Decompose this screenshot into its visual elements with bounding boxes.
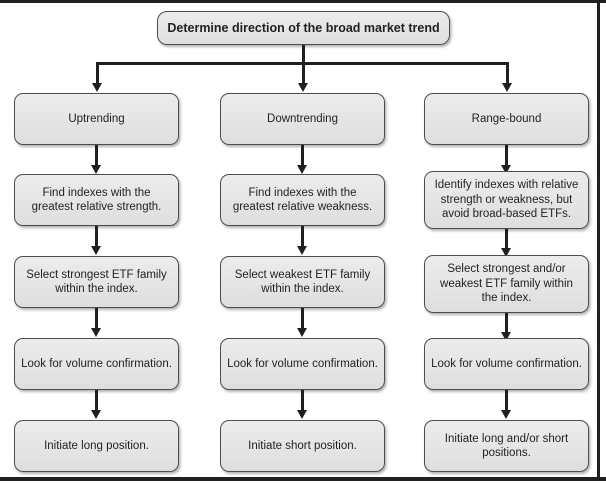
- arrowhead-col2-2: [297, 246, 307, 255]
- node-col3-step-2[interactable]: Select strongest and/or weakest ETF fami…: [424, 255, 589, 313]
- arrowhead-col2-4: [297, 410, 307, 419]
- connector-col2-4: [301, 390, 304, 412]
- arrowhead-col2-3: [297, 328, 307, 337]
- arrowhead-col3-2: [501, 248, 511, 257]
- arrowhead-col1-4: [91, 410, 101, 419]
- connector-col3-1: [505, 145, 508, 167]
- connector-branch-right: [506, 62, 509, 84]
- node-col1-step-2[interactable]: Select strongest ETF family within the i…: [14, 256, 179, 308]
- connector-col3-3: [505, 313, 508, 334]
- connector-col3-4: [505, 390, 508, 412]
- node-col1-step-1[interactable]: Find indexes with the greatest relative …: [14, 174, 179, 226]
- node-col2-step-4[interactable]: Initiate short position.: [220, 420, 385, 472]
- connector-col2-2: [301, 226, 304, 248]
- connector-col1-1: [95, 145, 98, 167]
- node-col3-step-3[interactable]: Look for volume confirmation.: [424, 338, 589, 390]
- node-col3-step-4[interactable]: Initiate long and/or short positions.: [424, 420, 589, 472]
- connector-title-stub: [302, 45, 305, 64]
- arrowhead-branch-right: [502, 83, 512, 92]
- connector-col3-2: [505, 229, 508, 250]
- frame-border-right: [597, 0, 600, 481]
- arrowhead-col3-3: [501, 332, 511, 341]
- connector-branch-middle: [302, 62, 305, 84]
- frame-border-bottom: [0, 477, 606, 481]
- arrowhead-col1-2: [91, 246, 101, 255]
- arrowhead-branch-middle: [298, 83, 308, 92]
- connector-col1-2: [95, 226, 98, 248]
- node-col2-step-3[interactable]: Look for volume confirmation.: [220, 338, 385, 390]
- connector-col2-1: [301, 145, 304, 167]
- node-col1-header[interactable]: Uptrending: [14, 93, 179, 145]
- node-col2-header[interactable]: Downtrending: [220, 93, 385, 145]
- arrowhead-branch-left: [92, 83, 102, 92]
- arrowhead-col2-1: [297, 165, 307, 174]
- frame-border-top: [0, 0, 606, 3]
- node-col1-step-4[interactable]: Initiate long position.: [14, 420, 179, 472]
- arrowhead-col3-4: [501, 410, 511, 419]
- node-col2-step-1[interactable]: Find indexes with the greatest relative …: [220, 174, 385, 226]
- connector-col1-4: [95, 390, 98, 412]
- node-col1-step-3[interactable]: Look for volume confirmation.: [14, 338, 179, 390]
- connector-col1-3: [95, 308, 98, 330]
- node-col3-header[interactable]: Range-bound: [424, 93, 589, 145]
- arrowhead-col1-1: [91, 165, 101, 174]
- connector-branch-left: [96, 62, 99, 84]
- node-col2-step-2[interactable]: Select weakest ETF family within the ind…: [220, 256, 385, 308]
- arrowhead-col3-1: [501, 165, 511, 174]
- connector-col2-3: [301, 308, 304, 330]
- arrowhead-col1-3: [91, 328, 101, 337]
- node-determine-market-trend[interactable]: Determine direction of the broad market …: [157, 11, 450, 45]
- node-col3-step-1[interactable]: Identify indexes with relative strength …: [424, 171, 589, 229]
